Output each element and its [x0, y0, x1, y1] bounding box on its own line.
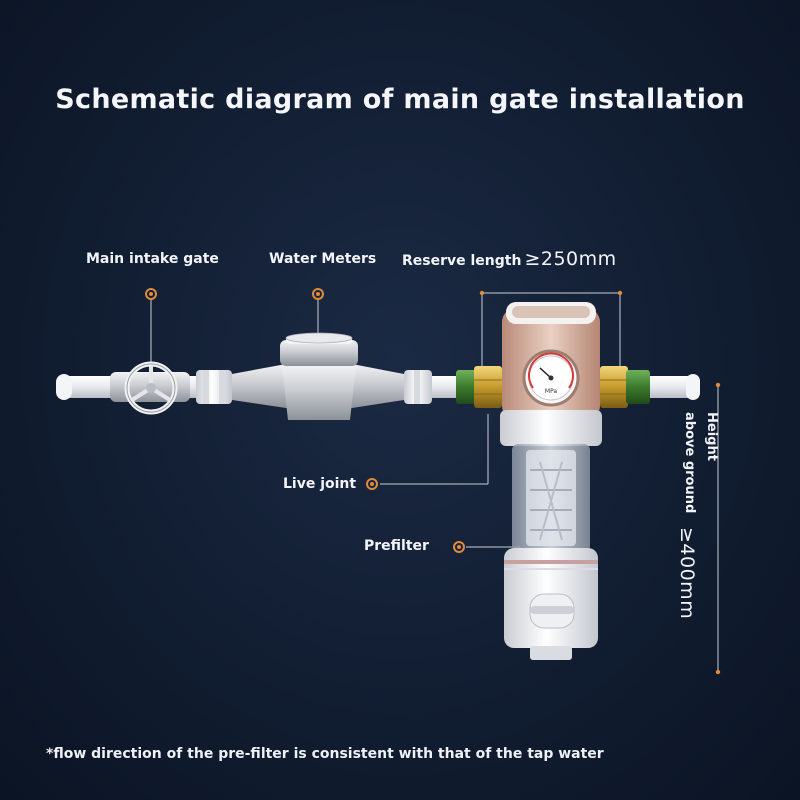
- label-main-intake-gate: Main intake gate: [86, 251, 219, 267]
- height-label-line1: Height: [704, 412, 719, 461]
- water-meter: [232, 332, 404, 420]
- live-joint-right: [600, 366, 650, 408]
- pipe-couplings: [196, 370, 432, 404]
- live-joint-left: [456, 366, 502, 408]
- reserve-length-value: ≥250mm: [524, 248, 617, 270]
- dimension-end-dots: [479, 290, 721, 675]
- page-title: Schematic diagram of main gate installat…: [55, 84, 745, 115]
- height-label-line2: above ground: [682, 412, 697, 514]
- gauge-unit-text: MPa: [545, 388, 558, 395]
- height-dimension-label: Height above ground ≥400mm: [660, 412, 720, 662]
- main-intake-gate-valve: [110, 361, 190, 415]
- height-value: ≥400mm: [676, 527, 698, 620]
- marker-prefilter: [453, 541, 465, 553]
- reserve-length-text: Reserve length: [402, 253, 522, 269]
- label-markers: [145, 288, 465, 553]
- marker-live-joint: [366, 478, 378, 490]
- label-reserve-length: Reserve length≥250mm: [402, 248, 617, 270]
- footnote: *flow direction of the pre-filter is con…: [46, 746, 604, 762]
- marker-water-meters: [312, 288, 324, 300]
- leader-lines: [150, 292, 719, 672]
- label-live-joint: Live joint: [283, 476, 357, 492]
- marker-main-intake-gate: [145, 288, 157, 300]
- label-prefilter: Prefilter: [364, 538, 429, 554]
- label-water-meters: Water Meters: [269, 251, 377, 267]
- pressure-gauge: MPa: [522, 349, 580, 407]
